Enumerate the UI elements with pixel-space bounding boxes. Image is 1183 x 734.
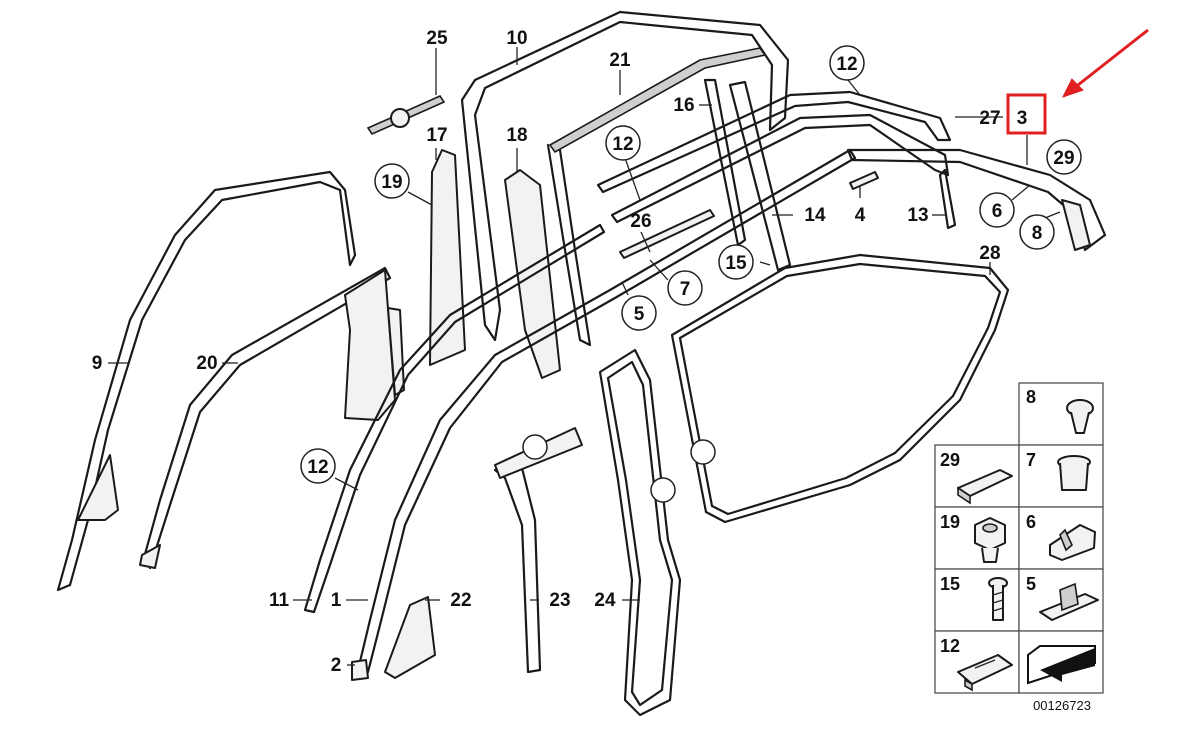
label-circle-5 — [621, 295, 657, 331]
label-part-3: 3 — [1017, 108, 1028, 129]
part-3-end — [1061, 199, 1091, 251]
screw-15-icon — [988, 577, 1008, 621]
label-part-16: 16 — [673, 95, 694, 116]
label-circle-15 — [718, 244, 754, 280]
clip-12-icon — [957, 654, 1013, 692]
label-part-25: 25 — [426, 28, 448, 49]
clip-icon-c — [522, 434, 548, 460]
cap-29-icon — [957, 469, 1013, 505]
part-12-upper-trim — [596, 90, 952, 194]
part-14-drawing — [728, 80, 792, 272]
legend-label-29: 29 — [940, 450, 960, 470]
part-1-drawing — [356, 148, 857, 674]
label-circle-29 — [1046, 139, 1082, 175]
nut-19-icon — [974, 517, 1006, 563]
red-arrow-head — [1062, 78, 1084, 98]
part-26-trim — [619, 209, 715, 259]
label-part-20: 20 — [196, 353, 217, 374]
part-28-drawing — [670, 253, 1010, 524]
label-part-23: 23 — [549, 590, 570, 611]
part-bracket-tab — [387, 307, 405, 396]
part-window-frame — [546, 143, 592, 347]
reference-arrow-icon — [1027, 645, 1096, 685]
label-circle-12-top — [829, 45, 865, 81]
label-circle-12-low — [300, 448, 336, 484]
label-circle-12-mid — [605, 125, 641, 161]
legend-label-7: 7 — [1026, 450, 1036, 470]
label-part-8: 8 — [1032, 223, 1043, 244]
label-part-22: 22 — [450, 590, 471, 611]
part-20-drawing — [140, 266, 392, 570]
label-part-14: 14 — [804, 205, 826, 226]
label-part-7: 7 — [680, 279, 691, 300]
part-3-drip-rail — [846, 148, 1107, 252]
label-part-21: 21 — [609, 50, 631, 71]
label-part-29: 29 — [1053, 148, 1074, 169]
part-11-drawing — [303, 223, 606, 614]
legend-label-19: 19 — [940, 512, 960, 532]
legend-label-6: 6 — [1026, 512, 1036, 532]
label-part-28: 28 — [979, 243, 1000, 264]
document-id: 00126723 — [1033, 698, 1091, 713]
label-part-12-mid: 12 — [612, 134, 633, 155]
part-25-clip — [390, 108, 410, 128]
part-2-drawing — [351, 659, 369, 681]
clip-8-icon — [1066, 399, 1094, 434]
label-part-13: 13 — [907, 205, 928, 226]
label-part-4: 4 — [855, 205, 866, 226]
label-part-10: 10 — [506, 28, 527, 49]
legend-label-12: 12 — [940, 636, 960, 656]
label-part-27: 27 — [979, 108, 1000, 129]
label-part-2: 2 — [331, 655, 342, 676]
part-28-inner — [678, 262, 1002, 516]
clip-6-icon — [1049, 524, 1096, 561]
label-part-11: 11 — [269, 590, 290, 611]
leader-lines — [108, 47, 1061, 666]
label-part-26: 26 — [630, 211, 651, 232]
legend-label-15: 15 — [940, 574, 960, 594]
highlight-box-part-3 — [1006, 93, 1047, 135]
part-16-drawing — [703, 78, 747, 247]
label-part-1: 1 — [331, 590, 342, 611]
grommet-7-icon — [1057, 455, 1091, 491]
part-4-drawing — [849, 171, 879, 190]
label-part-24: 24 — [594, 590, 616, 611]
label-part-19: 19 — [381, 172, 402, 193]
label-part-15: 15 — [725, 253, 747, 274]
legend-label-8: 8 — [1026, 387, 1036, 407]
label-part-5: 5 — [634, 304, 645, 325]
label-circle-7 — [667, 270, 703, 306]
part-9-corner — [77, 454, 119, 521]
part-24-inner — [606, 360, 674, 707]
label-part-12-low: 12 — [307, 457, 328, 478]
legend-label-5: 5 — [1026, 574, 1036, 594]
label-part-18: 18 — [506, 125, 527, 146]
part-9-drawing — [56, 170, 357, 592]
label-circle-8 — [1019, 214, 1055, 250]
clip-5-icon — [1039, 582, 1099, 621]
label-part-9: 9 — [92, 353, 103, 374]
label-part-12-top: 12 — [836, 54, 857, 75]
label-circle-6 — [979, 192, 1015, 228]
part-22-drawing — [384, 596, 436, 679]
clip-icon-b — [650, 477, 676, 503]
label-part-17: 17 — [426, 125, 447, 146]
part-bracket-drawing — [344, 269, 396, 421]
part-13-drawing — [938, 168, 957, 230]
label-circle-19 — [374, 163, 410, 199]
part-23-drawing — [493, 458, 542, 674]
part-12-mid-trim — [610, 113, 950, 224]
clip-icon-a — [690, 439, 716, 465]
label-part-6: 6 — [992, 201, 1003, 222]
part-21-drawing — [548, 47, 767, 154]
part-24-drawing — [598, 348, 682, 717]
part-20-foot — [139, 544, 161, 569]
